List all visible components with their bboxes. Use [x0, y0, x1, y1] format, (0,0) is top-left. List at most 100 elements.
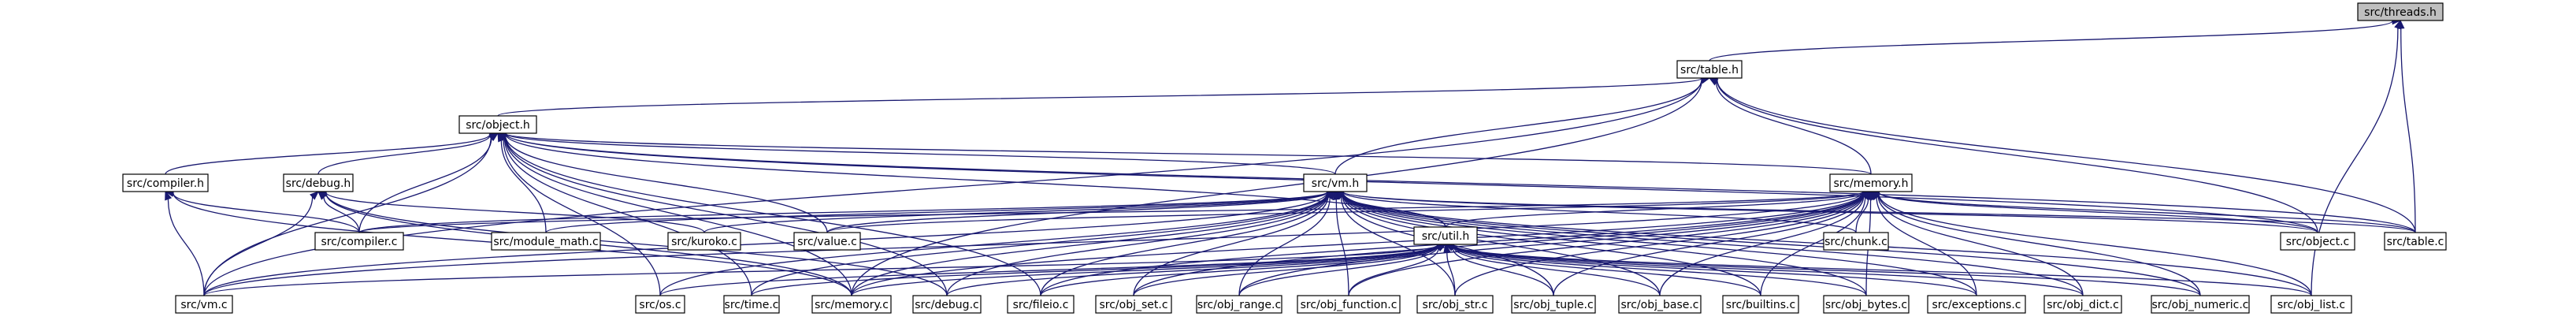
edge-util_h-to-obj_dict_c — [1453, 244, 2084, 296]
edge-object_h-to-debug_h — [317, 134, 491, 175]
node-vm-c[interactable]: src/vm.c — [175, 295, 233, 314]
edge-object_h-to-compiler_c — [358, 137, 492, 233]
arrowhead-util_h-to-obj_str_c — [1443, 243, 1451, 254]
edge-object_h-to-compiler_h — [165, 133, 491, 175]
edge-memory_h-to-chunk_c — [1855, 199, 1869, 233]
node-box — [2357, 2, 2444, 21]
node-label: src/table.c — [2387, 236, 2444, 248]
node-object-h[interactable]: src/object.h — [458, 115, 537, 134]
edge-table_h-to-object_c — [1717, 80, 2318, 233]
node-exceptions-c[interactable]: src/exceptions.c — [1927, 295, 2026, 314]
edge-memory_h-to-table_c — [1878, 192, 2416, 233]
edge-compiler_h-to-vm_c — [167, 199, 205, 296]
node-label: src/obj_dict.c — [2047, 299, 2119, 311]
edge-vm_h-to-debug_c — [946, 193, 1328, 296]
edge-util_h-to-obj_set_c — [1133, 245, 1438, 296]
edge-object_h-to-memory_h — [505, 132, 1872, 175]
node-box — [1303, 173, 1368, 192]
node-chunk-c[interactable]: src/chunk.c — [1823, 232, 1889, 251]
edge-object_h-to-table_c — [505, 133, 2416, 233]
edge-compiler_h-to-compiler_c — [173, 192, 360, 233]
node-obj-list-c[interactable]: src/obj_list.c — [2270, 295, 2352, 314]
node-obj-function-c[interactable]: src/obj_function.c — [1297, 295, 1401, 314]
edge-table_h-to-object_h — [497, 77, 1702, 117]
node-obj-base-c[interactable]: src/obj_base.c — [1618, 295, 1702, 314]
node-label: src/memory.c — [815, 299, 889, 311]
edge-vm_h-to-fileio_c — [1040, 194, 1329, 296]
node-label: src/module_math.c — [493, 236, 598, 248]
node-obj-set-c[interactable]: src/obj_set.c — [1095, 295, 1172, 314]
edge-util_h-to-time_c — [751, 244, 1438, 296]
node-box — [1196, 295, 1282, 314]
node-util-h[interactable]: src/util.h — [1413, 226, 1478, 245]
node-table-c[interactable]: src/table.c — [2384, 232, 2447, 251]
node-box — [667, 232, 741, 251]
edge-object_h-to-time_c — [503, 137, 752, 296]
node-value-c[interactable]: src/value.c — [793, 232, 861, 251]
edge-util_h-to-obj_tuple_c — [1452, 248, 1554, 296]
node-vm-h[interactable]: src/vm.h — [1303, 173, 1368, 192]
edge-memory_h-to-obj_list_c — [1878, 193, 2312, 296]
edge-memory_h-to-obj_tuple_c — [1553, 194, 1865, 296]
node-label: src/obj_str.c — [1423, 299, 1488, 311]
edge-util_h-to-obj_range_c — [1238, 246, 1438, 296]
node-label: src/compiler.c — [321, 236, 398, 248]
node-debug-h[interactable]: src/debug.h — [283, 173, 354, 192]
edge-vm_h-to-kuroko_c — [703, 192, 1328, 233]
node-label: src/obj_set.c — [1099, 299, 1167, 311]
node-box — [2280, 232, 2355, 251]
node-obj-dict-c[interactable]: src/obj_dict.c — [2043, 295, 2122, 314]
edge-util_h-to-exceptions_c — [1453, 244, 1977, 296]
node-obj-str-c[interactable]: src/obj_str.c — [1416, 295, 1494, 314]
edge-table_h-to-memory_c — [851, 80, 1702, 296]
arrowhead-compiler_h-to-vm_c — [165, 190, 173, 201]
node-label: src/vm.h — [1312, 177, 1359, 190]
edge-memory_h-to-obj_function_c — [1348, 192, 1864, 296]
edge-vm_h-to-os_c — [659, 192, 1328, 296]
edge-memory_h-to-vm_c — [203, 192, 1864, 296]
node-debug-c[interactable]: src/debug.c — [912, 295, 982, 314]
node-memory-c[interactable]: src/memory.c — [811, 295, 892, 314]
node-obj-tuple-c[interactable]: src/obj_tuple.c — [1511, 295, 1596, 314]
edge-object_h-to-object_c — [505, 133, 2318, 233]
node-fileio-c[interactable]: src/fileio.c — [1007, 295, 1075, 314]
node-time-c[interactable]: src/time.c — [723, 295, 780, 314]
edge-vm_h-to-memory_c — [851, 193, 1328, 296]
node-kuroko-c[interactable]: src/kuroko.c — [667, 232, 741, 251]
node-obj-range-c[interactable]: src/obj_range.c — [1196, 295, 1282, 314]
node-label: src/threads.h — [2364, 6, 2437, 19]
edge-memory_h-to-obj_base_c — [1659, 195, 1865, 296]
node-label: src/util.h — [1422, 230, 1470, 243]
edge-threads_h-to-table_c — [2400, 28, 2416, 233]
node-box — [1413, 226, 1478, 245]
node-table-h[interactable]: src/table.h — [1676, 60, 1743, 79]
edge-vm_h-to-obj_dict_c — [1342, 192, 2084, 296]
node-label: src/obj_tuple.c — [1513, 299, 1593, 311]
node-compiler-h[interactable]: src/compiler.h — [122, 173, 209, 192]
node-label: src/obj_base.c — [1620, 299, 1698, 311]
edge-memory_h-to-memory_c — [851, 192, 1864, 296]
node-obj-bytes-c[interactable]: src/obj_bytes.c — [1823, 295, 1910, 314]
arrowhead-object_h-to-vm_c — [488, 132, 499, 141]
node-builtins-c[interactable]: src/builtins.c — [1722, 295, 1799, 314]
edge-util_h-to-memory_c — [851, 244, 1438, 296]
node-label: src/vm.c — [180, 299, 227, 311]
node-box — [1007, 295, 1075, 314]
node-object-c[interactable]: src/object.c — [2280, 232, 2355, 251]
node-os-c[interactable]: src/os.c — [635, 295, 685, 314]
node-label: src/memory.h — [1834, 177, 1909, 190]
edge-memory_h-to-obj_numeric_c — [1877, 194, 2201, 296]
node-obj-numeric-c[interactable]: src/obj_numeric.c — [2151, 295, 2250, 314]
edge-vm_h-to-module_math_c — [545, 191, 1328, 233]
edge-util_h-to-obj_numeric_c — [1453, 244, 2201, 296]
node-label: src/time.c — [725, 299, 779, 311]
edge-memory_h-to-builtins_c — [1760, 196, 1866, 296]
node-compiler-c[interactable]: src/compiler.c — [314, 232, 404, 251]
edge-table_h-to-vm_h — [1334, 80, 1702, 175]
node-label: src/chunk.c — [1824, 236, 1887, 248]
node-memory-h[interactable]: src/memory.h — [1829, 173, 1913, 192]
edge-memory_h-to-exceptions_c — [1876, 197, 1977, 296]
node-module-math-c[interactable]: src/module_math.c — [491, 232, 601, 251]
edge-memory_h-to-object_c — [1878, 192, 2318, 233]
node-box — [1618, 295, 1702, 314]
